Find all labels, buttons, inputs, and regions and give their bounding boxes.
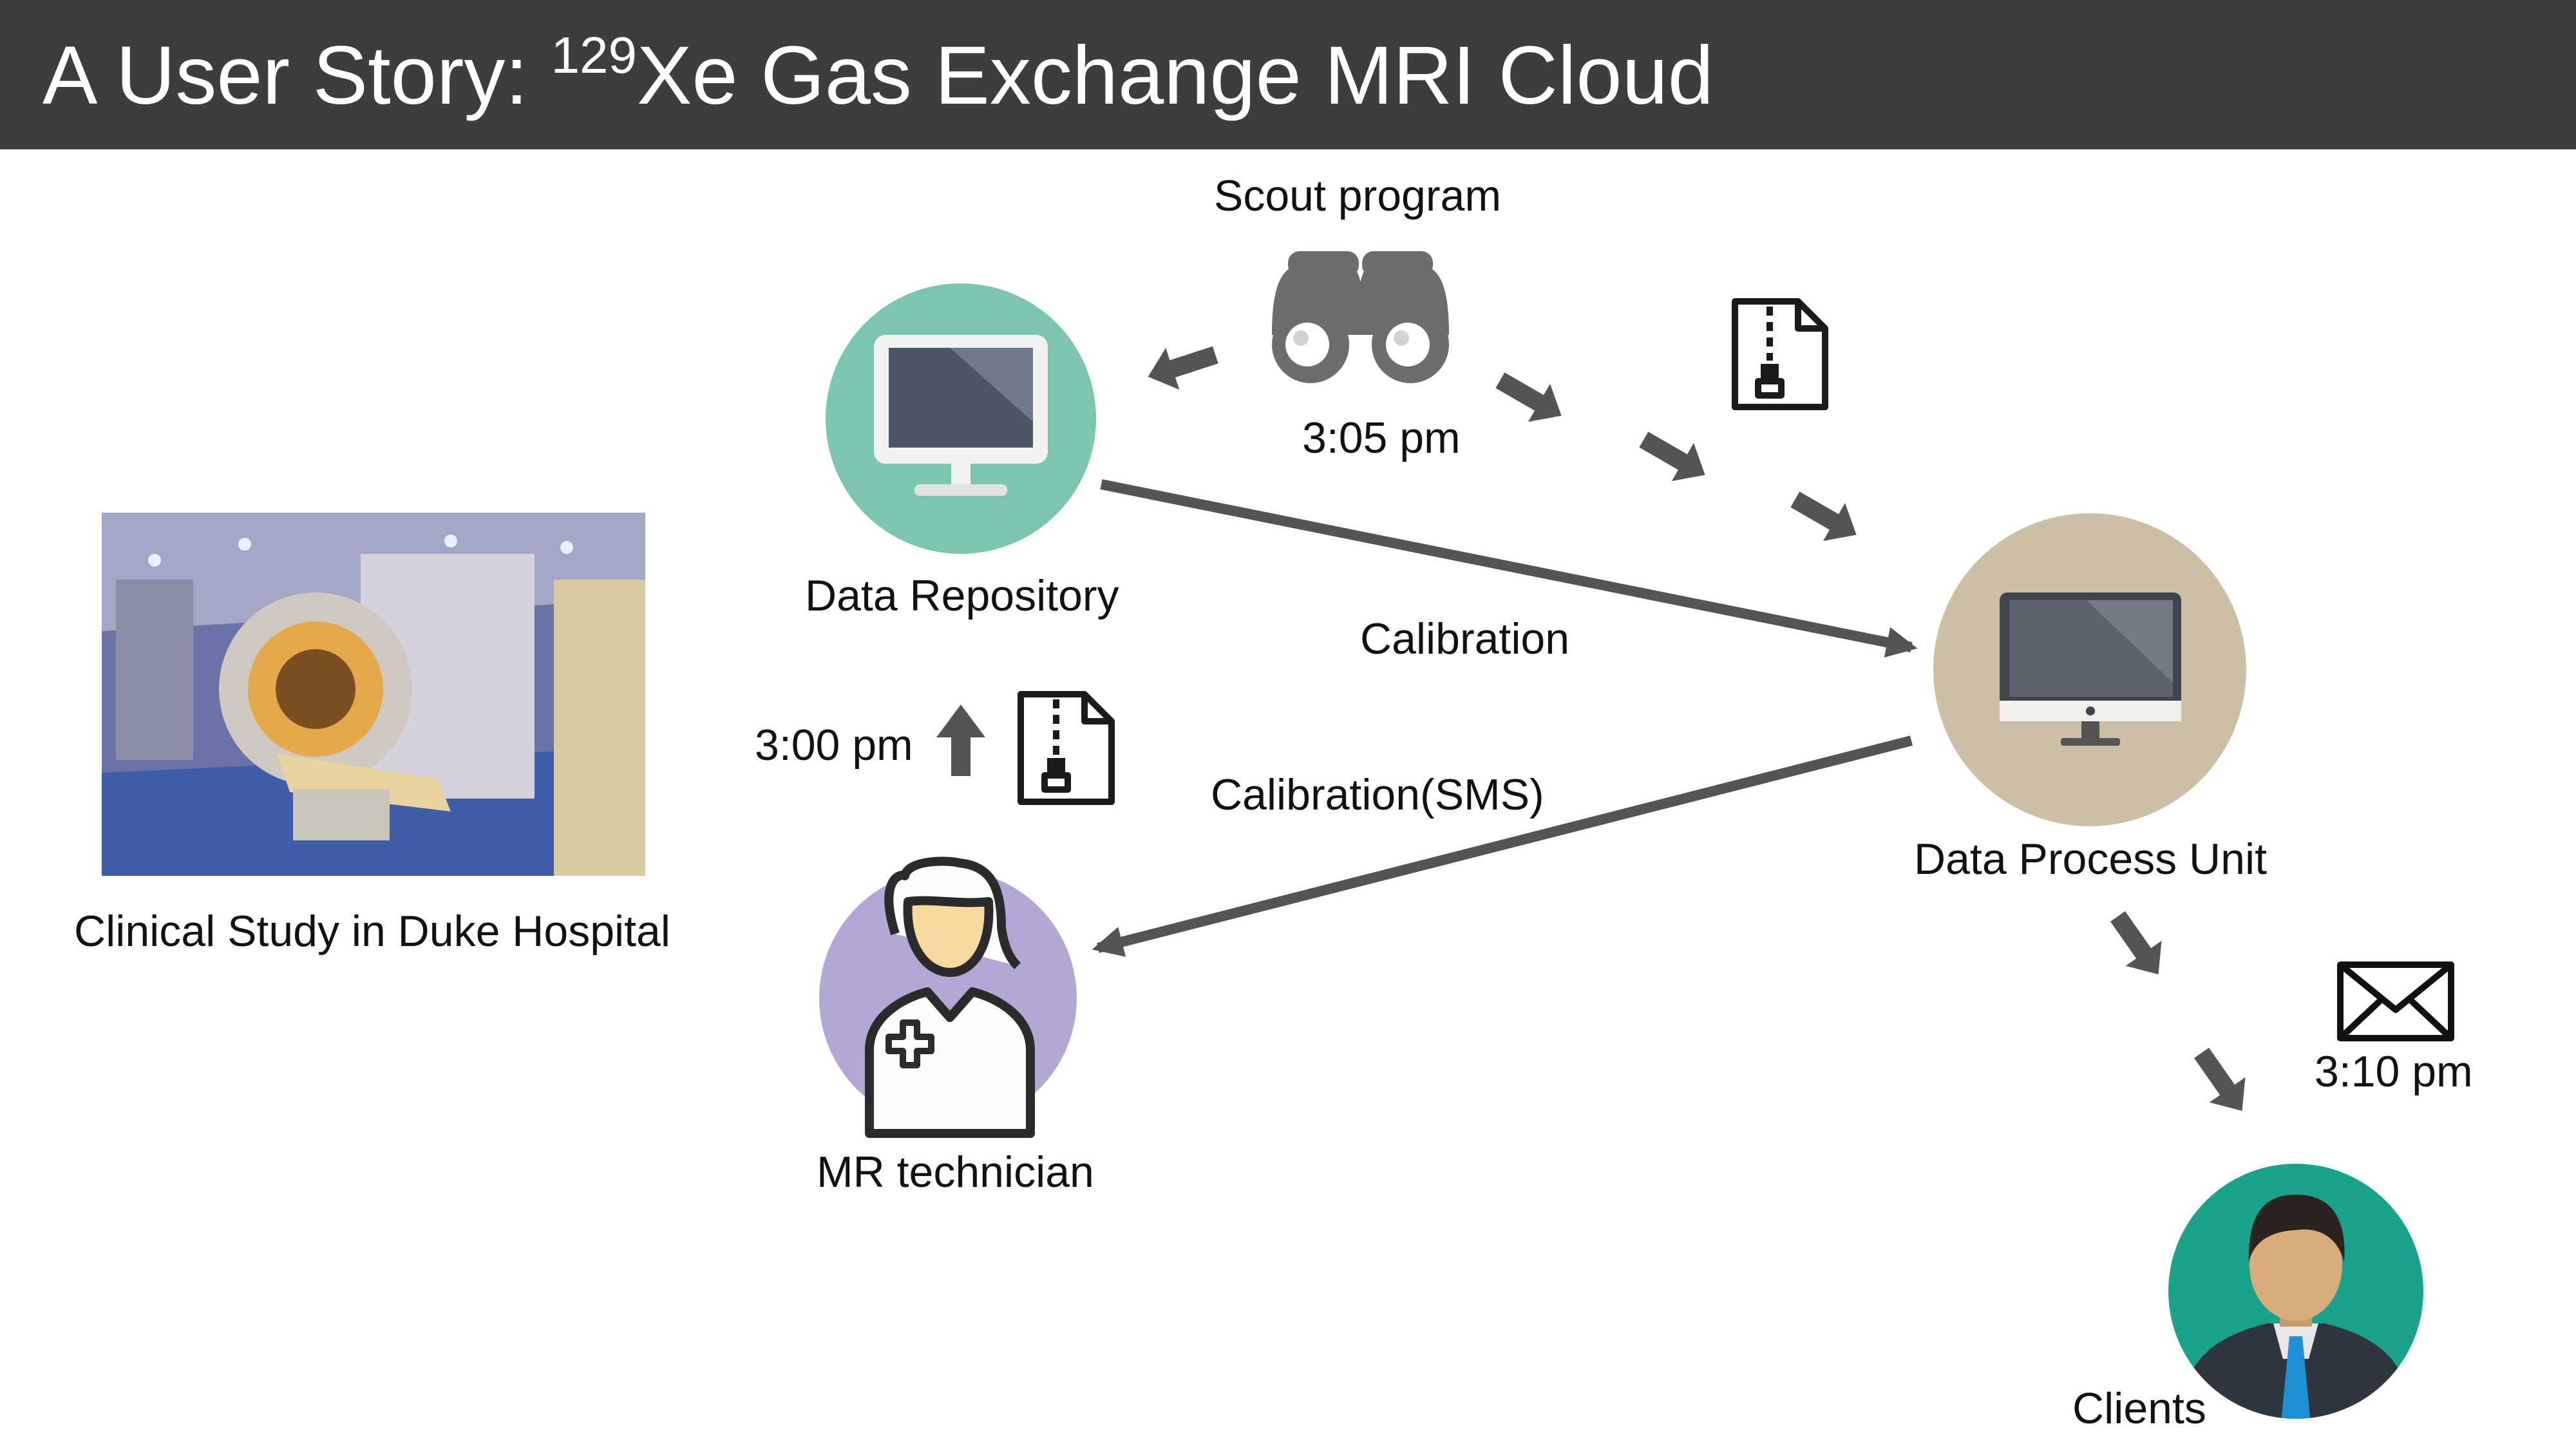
scout-flow-arrow <box>1495 372 1562 422</box>
zip-file-icon <box>1018 691 1115 805</box>
calibration-label: Calibration <box>1360 614 1570 663</box>
upload-time-label: 3:00 pm <box>755 721 913 770</box>
process-node <box>1933 513 2246 826</box>
process-to-client-arrow <box>2193 1047 2246 1112</box>
clinical-study-label: Clinical Study in Duke Hospital <box>74 907 670 956</box>
upload-arrow <box>936 705 985 776</box>
scout-to-repository-arrow <box>1148 346 1218 390</box>
client-node <box>2168 1164 2423 1419</box>
email-time-label: 3:10 pm <box>2315 1047 2473 1096</box>
mr-technician-label: MR technician <box>817 1148 1094 1197</box>
title-superscript: 129 <box>551 26 638 84</box>
clients-label: Clients <box>2072 1384 2206 1433</box>
scout-flow-arrow <box>1639 431 1705 481</box>
scout-flow-arrow <box>1790 491 1857 541</box>
mri-room-photo <box>102 513 645 876</box>
slide-title: A User Story: 129Xe Gas Exchange MRI Clo… <box>43 24 1714 128</box>
calibration-connector <box>1100 479 1918 658</box>
process-to-client-arrow <box>2110 911 2162 975</box>
scout-time-label: 3:05 pm <box>1302 413 1461 462</box>
nurse-icon <box>865 857 1035 1138</box>
binoculars-icon <box>1272 251 1449 383</box>
envelope-icon <box>2337 961 2454 1041</box>
zip-file-icon <box>1732 298 1828 410</box>
title-bar: A User Story: 129Xe Gas Exchange MRI Clo… <box>0 0 2576 149</box>
calibration-sms-connector <box>1092 735 1913 957</box>
businessman-avatar-icon <box>2177 1195 2415 1419</box>
title-suffix: Xe Gas Exchange MRI Cloud <box>637 30 1714 122</box>
data-process-unit-label: Data Process Unit <box>1914 835 2267 884</box>
imac-computer-icon <box>2000 592 2181 746</box>
desktop-monitor-icon <box>874 335 1048 496</box>
calibration-sms-label: Calibration(SMS) <box>1211 770 1544 819</box>
scout-program-label: Scout program <box>1214 171 1501 220</box>
title-prefix: A User Story: <box>43 30 551 122</box>
repository-node <box>826 283 1096 554</box>
technician-node <box>819 857 1077 1138</box>
data-repository-label: Data Repository <box>805 571 1119 620</box>
